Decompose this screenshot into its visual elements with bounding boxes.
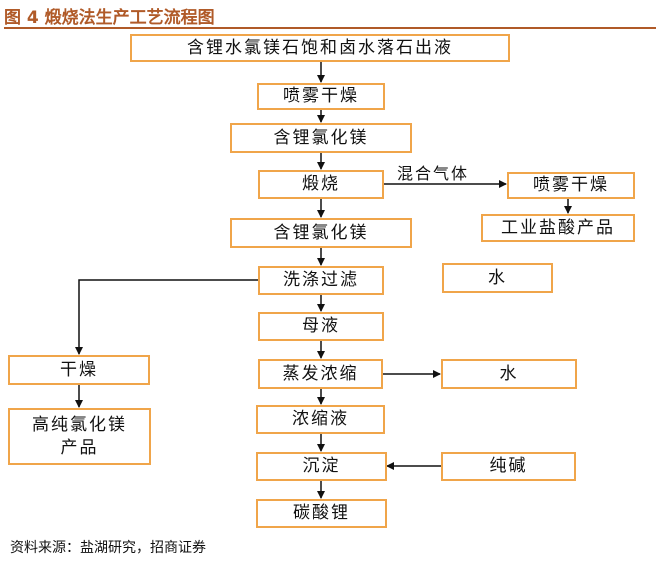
title-rule xyxy=(4,27,656,29)
node-lithium-carbonate: 碳酸锂 xyxy=(256,499,387,528)
source-note: 资料来源：盐湖研究，招商证券 xyxy=(10,540,206,556)
node-water-1: 水 xyxy=(442,263,553,293)
node-drying-left: 干燥 xyxy=(8,355,150,385)
node-calcination: 煅烧 xyxy=(258,170,384,199)
node-industrial-hcl: 工业盐酸产品 xyxy=(481,214,635,242)
node-lithium-mgcl: 含锂氯化镁 xyxy=(230,123,412,153)
node-water-2: 水 xyxy=(441,359,577,389)
node-mother-liquor: 母液 xyxy=(258,312,384,341)
node-wash-filter: 洗涤过滤 xyxy=(258,266,384,295)
figure-title: 图 4 煅烧法生产工艺流程图 xyxy=(4,8,215,28)
node-evaporation: 蒸发浓缩 xyxy=(258,359,383,389)
node-concentrate: 浓缩液 xyxy=(256,405,385,434)
edge-label-mixed-gas: 混合气体 xyxy=(397,164,470,183)
node-raw-brine: 含锂水氯镁石饱和卤水落石出液 xyxy=(130,34,510,62)
node-spray-drying: 喷雾干燥 xyxy=(257,83,385,110)
node-lithium-mgcl-2: 含锂氯化镁 xyxy=(230,218,412,248)
node-precipitation: 沉淀 xyxy=(256,452,387,481)
node-soda-ash: 纯碱 xyxy=(441,452,576,481)
node-spray-drying-right: 喷雾干燥 xyxy=(507,172,635,199)
arrow-n6-l1 xyxy=(75,279,258,355)
node-high-purity-mgcl: 高纯氯化镁产品 xyxy=(8,408,151,465)
